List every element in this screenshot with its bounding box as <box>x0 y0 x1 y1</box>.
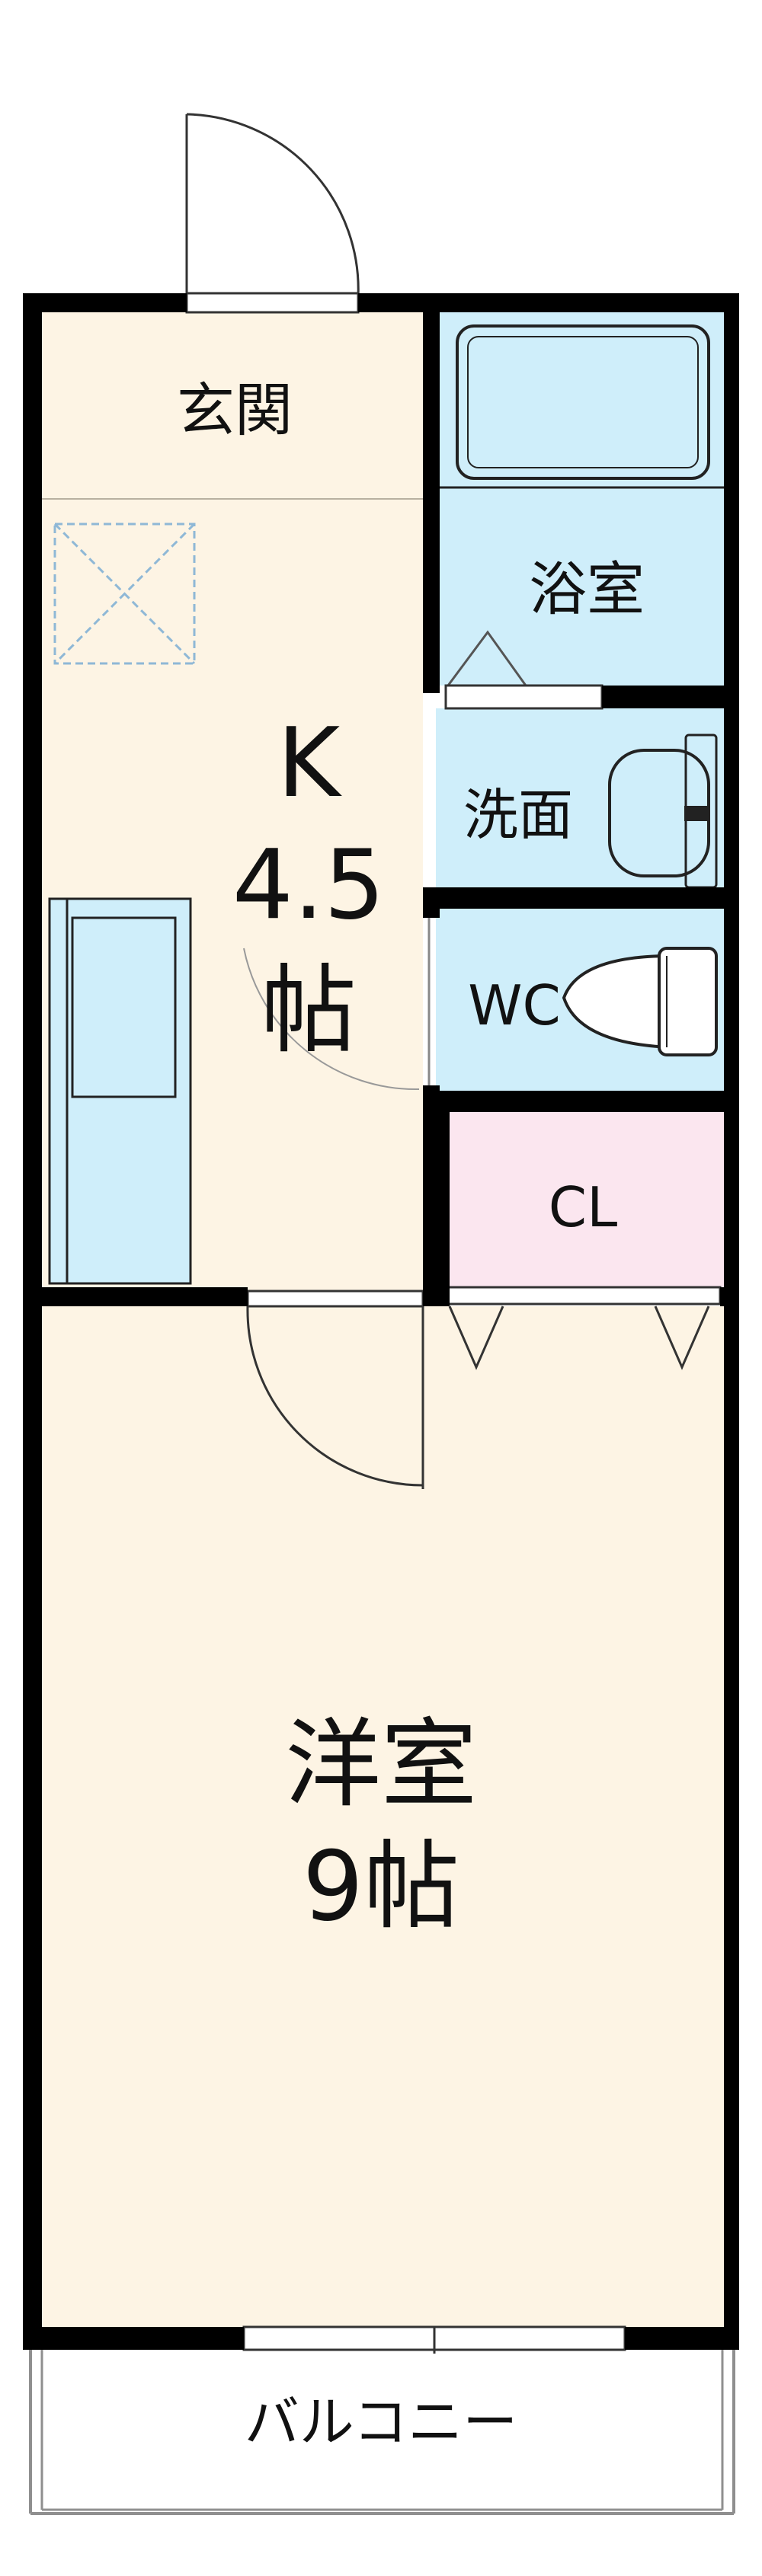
washroom-floor <box>436 708 724 887</box>
bath-floor <box>436 312 724 686</box>
closet-floor <box>450 1112 724 1287</box>
balcony-label: バルコニー <box>245 2390 518 2454</box>
balcony-window-icon <box>242 2325 626 2354</box>
sink-counter-icon <box>48 897 192 1285</box>
washroom-door-swing <box>243 948 420 1091</box>
bathtub-icon <box>436 324 724 710</box>
bath-label: 浴室 <box>529 555 645 623</box>
entrance-door-icon <box>185 113 360 314</box>
toilet-label: WC <box>468 973 560 1037</box>
washroom-label: 洗面 <box>463 783 573 847</box>
entrance-label: 玄関 <box>177 376 293 444</box>
entrance-floor <box>42 312 423 499</box>
balcony <box>29 2350 735 2515</box>
western-room-name-label: 洋室 <box>285 1708 477 1820</box>
western-room-size-label: 9帖 <box>303 1830 459 1942</box>
kitchen-unit-label: 帖 <box>261 954 357 1066</box>
closet-label: CL <box>549 1175 617 1239</box>
kitchen-size-label: 4.5 <box>232 829 385 941</box>
storage-box-icon <box>53 523 196 665</box>
walls <box>23 293 739 2350</box>
kitchen-name-label: K <box>277 707 343 819</box>
toilet-icon <box>562 947 718 1056</box>
western-room-floor <box>42 1306 724 2327</box>
